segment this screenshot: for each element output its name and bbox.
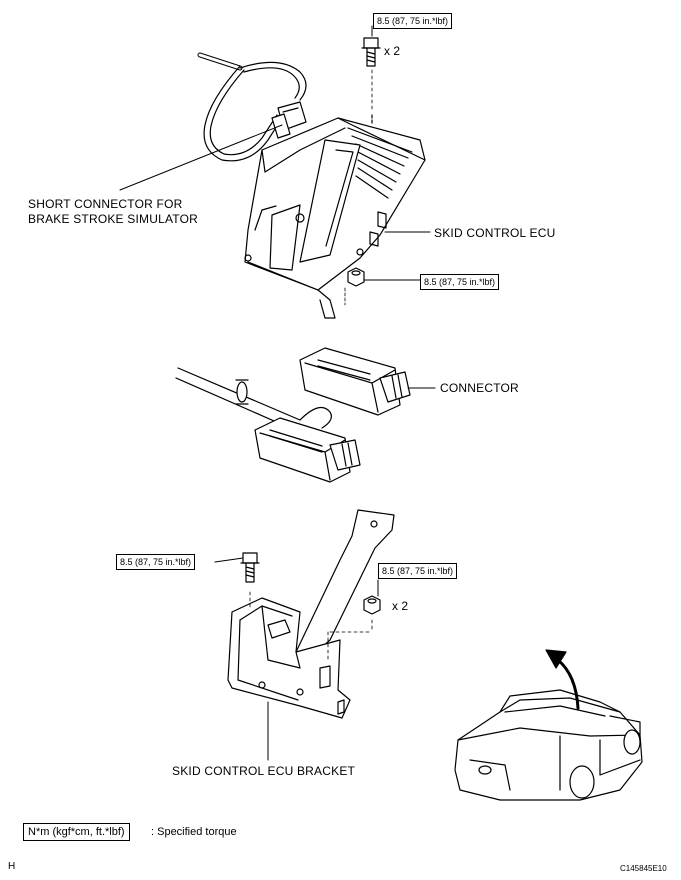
skid-control-ecu-bracket — [227, 509, 395, 719]
short-connector-label-line2: BRAKE STROKE SIMULATOR — [28, 212, 198, 226]
torque-legend-text: : Specified torque — [151, 826, 237, 838]
vehicle-illustration — [454, 689, 643, 801]
skid-control-ecu — [244, 69, 426, 319]
footer-left-code: H — [8, 861, 16, 872]
connector-lower — [254, 417, 361, 483]
nut-icon — [363, 595, 381, 615]
torque-spec-bracket-nut: 8.5 (87, 75 in.*lbf) — [378, 563, 458, 579]
nut-icon — [347, 267, 365, 287]
skid-control-ecu-bracket-label: SKID CONTROL ECU BRACKET — [172, 764, 356, 778]
skid-control-ecu-label: SKID CONTROL ECU — [434, 226, 556, 240]
vehicle-arrow-icon — [545, 649, 580, 710]
short-connector-leader — [119, 124, 283, 191]
connector-label: CONNECTOR — [440, 381, 519, 395]
figure-id: C145845E10 — [620, 864, 667, 873]
wire-harness-top — [197, 52, 307, 162]
bolt-icon — [240, 552, 260, 583]
connector-upper — [299, 347, 411, 416]
short-connector-label-line1: SHORT CONNECTOR FOR — [28, 197, 183, 211]
torque-legend-box: N*m (kgf*cm, ft.*lbf) — [23, 823, 130, 841]
middle-harness — [175, 367, 332, 429]
torque-spec-bracket-bolt: 8.5 (87, 75 in.*lbf) — [116, 554, 196, 570]
torque-spec-top-bolt: 8.5 (87, 75 in.*lbf) — [373, 13, 453, 29]
bolt-icon — [361, 37, 381, 67]
short-connector — [271, 101, 307, 139]
short-connector-label: SHORT CONNECTOR FOR BRAKE STROKE SIMULAT… — [28, 197, 198, 227]
quantity-bracket-nut: x 2 — [392, 599, 409, 613]
torque-spec-ecu-nut: 8.5 (87, 75 in.*lbf) — [420, 274, 500, 290]
quantity-top-bolt: x 2 — [384, 44, 401, 58]
bracket-bolt-leader — [214, 557, 244, 563]
